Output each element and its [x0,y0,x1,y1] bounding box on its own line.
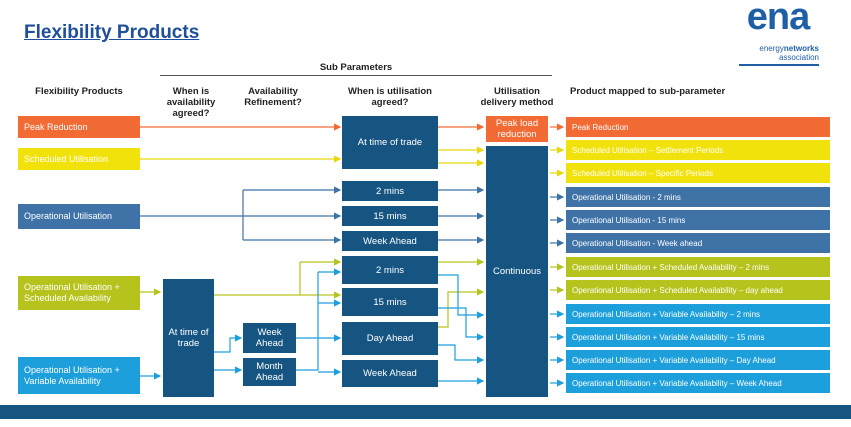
availability-at-time-of-trade: At time of trade [163,279,214,397]
logo-text-energy: energy [759,44,784,53]
utilisation-sch-15-mins: 15 mins [342,288,438,316]
mapped-row: Operational Utilisation + Variable Avail… [566,327,830,347]
logo-line-1: energynetworks [737,44,819,53]
logo-mark: ena [746,0,810,38]
mapped-row: Scheduled Utilisation – Specific Periods [566,163,830,183]
header-delivery-method: Utilisation delivery method [480,86,554,108]
page-title: Flexibility Products [24,22,200,43]
utilisation-at-time-of-trade: At time of trade [342,116,438,169]
mapped-row: Scheduled Utilisation – Settlement Perio… [566,140,830,160]
mapped-row: Operational Utilisation - 15 mins [566,210,830,230]
sub-parameters-rule [160,75,552,76]
logo-rule [739,64,819,66]
utilisation-sch-week-ahead: Week Ahead [342,360,438,387]
refinement-month-ahead: Month Ahead [243,358,296,386]
ena-logo: ena energynetworks association [737,0,819,68]
utilisation-sch-day-ahead: Day Ahead [342,322,438,355]
mapped-row: Operational Utilisation + Variable Avail… [566,373,830,393]
header-product-mapped: Product mapped to sub-parameter [570,86,726,97]
header-when-utilisation: When is utilisation agreed? [348,86,432,108]
logo-line-2: association [778,53,819,62]
utilisation-op-2-mins: 2 mins [342,181,438,201]
mapped-row: Operational Utilisation + Scheduled Avai… [566,280,830,300]
header-when-availability: When is availability agreed? [166,86,216,119]
mapped-row: Peak Reduction [566,117,830,137]
product-operational-utilisation: Operational Utilisation [18,204,140,229]
delivery-peak-load-reduction: Peak load reduction [486,116,548,142]
utilisation-op-week-ahead: Week Ahead [342,231,438,251]
footer-bar [0,405,851,419]
mapped-row: Operational Utilisation + Variable Avail… [566,350,830,370]
mapped-row: Operational Utilisation - Week ahead [566,233,830,253]
mapped-row: Operational Utilisation + Scheduled Avai… [566,257,830,277]
product-op-util-variable-availability: Operational Utilisation + Variable Avail… [18,357,140,394]
utilisation-op-15-mins: 15 mins [342,206,438,226]
header-flexibility-products: Flexibility Products [35,86,123,97]
logo-text-networks: networks [783,44,819,53]
product-scheduled-utilisation: Scheduled Utilisation [18,148,140,170]
mapped-row: Operational Utilisation + Variable Avail… [566,304,830,324]
product-op-util-scheduled-availability: Operational Utilisation + Scheduled Avai… [18,276,140,310]
delivery-continuous: Continuous [486,146,548,397]
mapped-row: Operational Utilisation - 2 mins [566,187,830,207]
utilisation-sch-2-mins: 2 mins [342,256,438,284]
refinement-week-ahead: Week Ahead [243,323,296,353]
header-sub-parameters: Sub Parameters [319,62,393,73]
product-peak-reduction: Peak Reduction [18,116,140,138]
header-availability-refinement: Availability Refinement? [244,86,302,108]
